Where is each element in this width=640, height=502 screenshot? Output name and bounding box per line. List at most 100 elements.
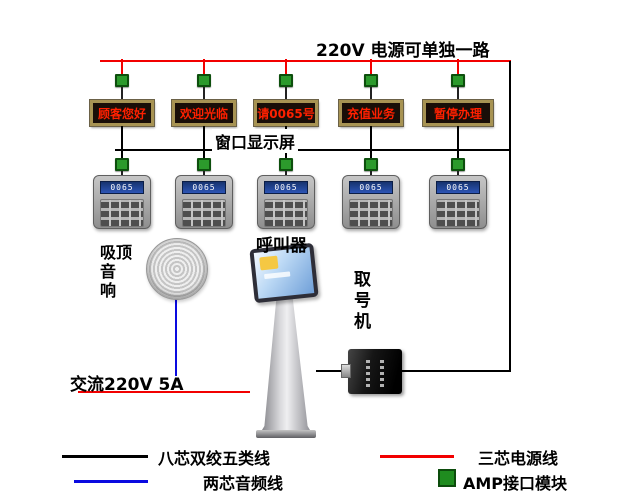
- connector-stub: [121, 171, 123, 175]
- speaker-label-line: 吸顶: [100, 243, 133, 262]
- data-drop-line: [457, 126, 459, 150]
- display-column: 欢迎光临: [168, 59, 240, 150]
- caller-lcd: 0065: [100, 181, 144, 194]
- legend-audio-line: [74, 480, 148, 483]
- caller-lcd: 0065: [349, 181, 393, 194]
- legend-amp-square-icon: [438, 469, 456, 487]
- caller-terminal: 0065: [257, 175, 315, 229]
- audio-line: [175, 298, 177, 376]
- kiosk-amp-line: [316, 370, 511, 372]
- data-drop-line: [457, 151, 459, 158]
- caller-terminal: 0065: [175, 175, 233, 229]
- window-led-display: 暂停办理: [423, 100, 493, 126]
- amp-connector-icon: [197, 74, 211, 87]
- window-led-display: 请0065号: [254, 100, 318, 126]
- speaker-label-line: 响: [100, 281, 117, 300]
- amp-connector-icon: [364, 74, 378, 87]
- caller-terminal: 0065: [93, 175, 151, 229]
- window-led-display: 顾客您好: [90, 100, 154, 126]
- speaker-label: 吸顶 音 响: [100, 243, 132, 300]
- kiosk-label-char: 机: [354, 312, 371, 332]
- caller-keypad: [182, 199, 226, 227]
- top-power-label: 220V 电源可单独一路: [316, 41, 490, 61]
- kiosk-base: [256, 430, 316, 438]
- data-drop-line: [203, 126, 205, 150]
- legend-cat5-line: [62, 455, 148, 458]
- ac-power-label: 交流220V 5A: [70, 375, 184, 395]
- amp-connector-icon: [279, 74, 293, 87]
- power-bus-line: [100, 60, 511, 62]
- amp-module-marking: [366, 357, 370, 387]
- connector-stub: [285, 87, 287, 100]
- amp-module-connector: [341, 364, 351, 378]
- amp-module-marking: [380, 357, 384, 387]
- ceiling-speaker: [146, 238, 208, 300]
- caller-column: 0065: [422, 151, 494, 229]
- amp-connector-icon: [279, 158, 293, 171]
- caller-keypad: [436, 199, 480, 227]
- caller-column: 0065: [86, 151, 158, 229]
- caller-column: 0065: [250, 151, 322, 229]
- power-drop-line: [203, 59, 205, 74]
- connector-stub: [370, 171, 372, 175]
- power-drop-line: [370, 59, 372, 74]
- caller-keypad: [264, 199, 308, 227]
- power-drop-line: [121, 59, 123, 74]
- amp-connector-icon: [451, 74, 465, 87]
- data-drop-line: [370, 151, 372, 158]
- data-drop-line: [121, 126, 123, 150]
- data-bus-line: [115, 149, 511, 151]
- caller-column: 0065: [168, 151, 240, 229]
- connector-stub: [121, 87, 123, 100]
- caller-keypad: [100, 199, 144, 227]
- window-led-display: 充值业务: [339, 100, 403, 126]
- legend-amp-label: AMP接口模块: [463, 474, 568, 493]
- caller-label: 呼叫器: [256, 236, 307, 256]
- amp-connector-icon: [115, 74, 129, 87]
- amp-connector-icon: [451, 158, 465, 171]
- connector-stub: [370, 87, 372, 100]
- legend-audio-label: 两芯音频线: [203, 474, 284, 493]
- caller-lcd: 0065: [436, 181, 480, 194]
- power-drop-line: [457, 59, 459, 74]
- data-drop-line: [370, 126, 372, 150]
- ticket-kiosk: [244, 242, 328, 438]
- display-column: 请0065号: [250, 59, 322, 150]
- amp-connector-icon: [364, 158, 378, 171]
- data-drop-line: [121, 151, 123, 158]
- ac-power-line: [78, 391, 250, 393]
- legend-cat5-label: 八芯双绞五类线: [158, 449, 271, 468]
- right-riser-line: [509, 61, 511, 372]
- caller-lcd: 0065: [182, 181, 226, 194]
- kiosk-body: [262, 298, 310, 430]
- amp-module-box: [341, 349, 402, 394]
- kiosk-label-char: 取: [354, 270, 371, 290]
- window-led-display: 欢迎光临: [172, 100, 236, 126]
- amp-connector-icon: [115, 158, 129, 171]
- amp-connector-icon: [197, 158, 211, 171]
- legend-power-line: [380, 455, 454, 458]
- legend-power-label: 三芯电源线: [478, 449, 559, 468]
- caller-terminal: 0065: [429, 175, 487, 229]
- power-drop-line: [285, 59, 287, 74]
- caller-column: 0065: [335, 151, 407, 229]
- speaker-label-line: 音: [100, 262, 117, 281]
- kiosk-screen-image: [259, 255, 279, 271]
- data-drop-line: [285, 151, 287, 158]
- connector-stub: [457, 171, 459, 175]
- connector-stub: [285, 171, 287, 175]
- connector-stub: [457, 87, 459, 100]
- caller-lcd: 0065: [264, 181, 308, 194]
- display-column: 暂停办理: [420, 59, 496, 150]
- data-drop-line: [203, 151, 205, 158]
- kiosk-label: 取 号 机: [354, 270, 371, 333]
- display-column: 充值业务: [335, 59, 407, 150]
- caller-keypad: [349, 199, 393, 227]
- kiosk-label-char: 号: [354, 291, 371, 311]
- caller-terminal: 0065: [342, 175, 400, 229]
- connector-stub: [203, 87, 205, 100]
- connector-stub: [203, 171, 205, 175]
- display-column: 顾客您好: [86, 59, 158, 150]
- display-caption: 窗口显示屏: [212, 129, 299, 153]
